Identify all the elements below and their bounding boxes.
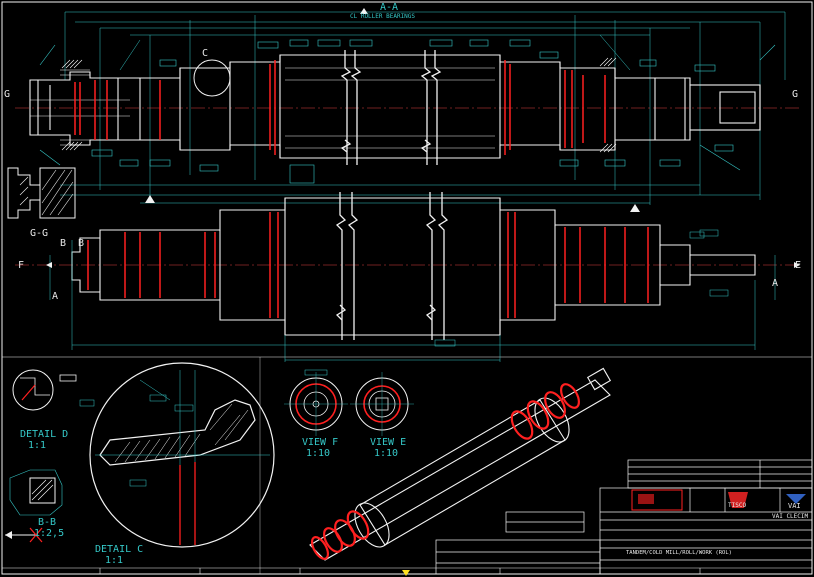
company-right-logo: VAI bbox=[788, 502, 801, 510]
company-right-label: VAI CLECIM bbox=[772, 513, 809, 520]
view-f-title: VIEW F bbox=[302, 437, 339, 448]
section-a-a-title: A-A bbox=[380, 2, 399, 13]
section-a-left-label: A bbox=[52, 291, 59, 302]
section-b-b-scale: 1:2,5 bbox=[34, 528, 65, 539]
view-e-drawing bbox=[350, 372, 414, 436]
center-marker bbox=[402, 570, 410, 576]
detail-c-callout-label: C bbox=[202, 48, 209, 59]
isometric-roll-view bbox=[309, 367, 612, 561]
view-e-arrow-label: E bbox=[795, 260, 802, 271]
view-e-title: VIEW E bbox=[370, 437, 407, 448]
bottom-ruler bbox=[2, 567, 812, 574]
view-f-scale: 1:10 bbox=[306, 448, 331, 459]
roller-bearings-note: CL ROLLER BEARINGS bbox=[350, 13, 416, 20]
view-f-arrow-label: F bbox=[18, 260, 25, 271]
section-b-b-title: B-B bbox=[38, 517, 57, 528]
detail-c-callout-circle bbox=[193, 59, 231, 97]
title-block bbox=[435, 459, 813, 575]
company-left-logo: TISCO bbox=[728, 502, 747, 509]
detail-c-title: DETAIL C bbox=[95, 544, 144, 555]
section-b1-label: B bbox=[60, 238, 67, 249]
section-g-right-label: G bbox=[792, 89, 799, 100]
view-f-drawing bbox=[284, 369, 348, 436]
section-b-b-view bbox=[5, 469, 63, 543]
elevation-view bbox=[15, 192, 800, 362]
detail-d-scale: 1:1 bbox=[28, 440, 47, 451]
drawing-title: TANDEM/COLD MILL/ROLL/WORK (ROL) bbox=[626, 550, 732, 556]
section-a-right-label: A bbox=[772, 278, 779, 289]
detail-d-view bbox=[12, 369, 77, 411]
section-b2-label: B bbox=[78, 238, 85, 249]
stamp-box bbox=[631, 489, 806, 511]
section-g-g-view bbox=[7, 167, 76, 219]
isometric-roll-rings bbox=[310, 383, 580, 560]
detail-c-scale: 1:1 bbox=[105, 555, 124, 566]
detail-c-view bbox=[79, 362, 275, 548]
section-g-left-label: G bbox=[4, 89, 11, 100]
detail-d-title: DETAIL D bbox=[20, 429, 69, 440]
view-e-scale: 1:10 bbox=[374, 448, 399, 459]
section-g-g-title: G-G bbox=[30, 228, 49, 239]
section-a-a-view bbox=[15, 8, 800, 212]
